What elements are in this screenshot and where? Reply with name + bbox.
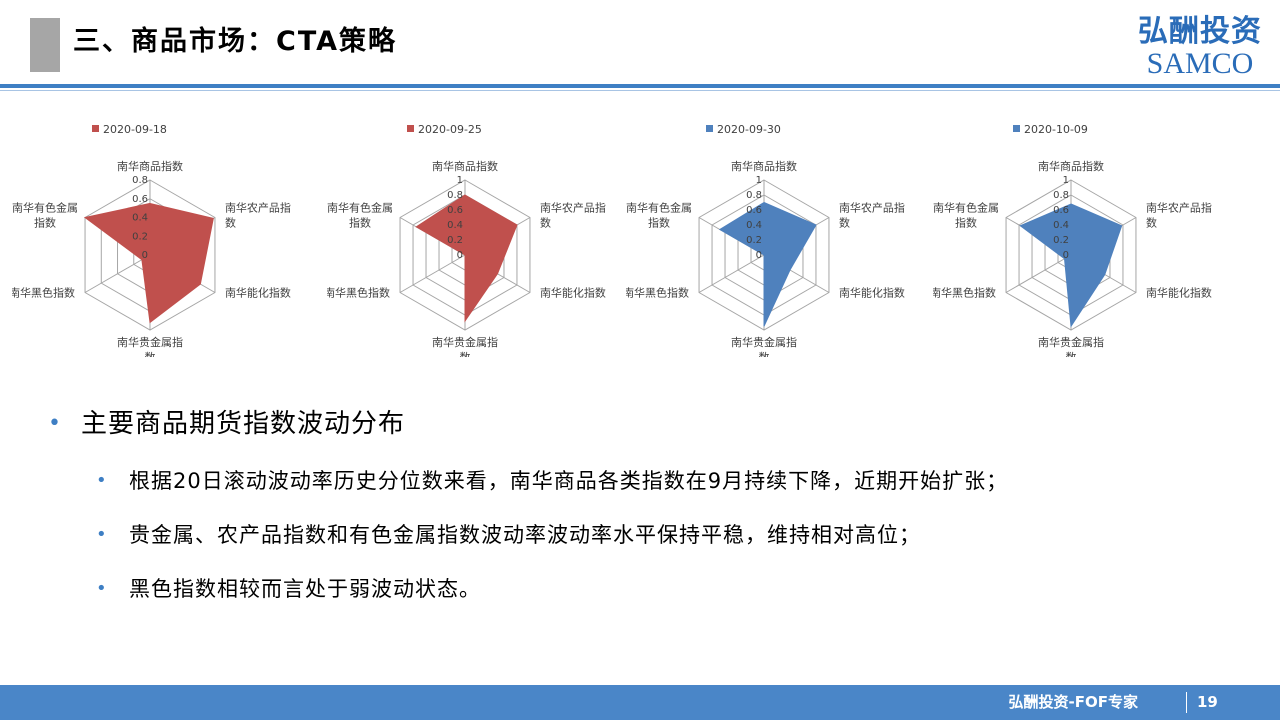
radar-spoke [84, 254, 151, 293]
bullet-section: • 主要商品期货指数波动分布 • 根据20日滚动波动率历史分位数来看，南华商品各… [48, 400, 1248, 616]
bullet-item: • 根据20日滚动波动率历史分位数来看，南华商品各类指数在9月持续下降，近期开始… [48, 454, 1248, 508]
legend-label: 2020-09-18 [103, 123, 167, 136]
radar-axis-label: 南华农产品指数 [540, 201, 606, 230]
footer-divider [1186, 692, 1187, 713]
radar-axis-label: 南华贵金属指数 [731, 335, 797, 357]
radar-tick-label: 0.2 [132, 231, 148, 242]
radar-series-area [1019, 203, 1123, 328]
page-number: 19 [1197, 693, 1218, 711]
legend-swatch [407, 125, 414, 132]
radar-tick-label: 0.6 [1053, 205, 1069, 216]
radar-axis-label: 南华商品指数 [432, 159, 498, 173]
radar-chart-2: 0 0.2 0.4 0.6 0.8 1 南华商品指数南华农产品指数南华能化指数南华贵金属指数… [327, 112, 627, 357]
radar-svg: 0 0.2 0.4 0.6 0.8 1 南华商品指数南华农产品指数南华能化指数南华贵金属指数… [327, 123, 606, 357]
radar-tick-label: 0.8 [132, 175, 148, 186]
radar-axis-label: 南华农产品指数 [1146, 201, 1212, 230]
radar-tick-label: 0.4 [447, 220, 463, 231]
radar-tick-label: 0.2 [746, 235, 762, 246]
radar-axis-label: 南华有色金属指数 [626, 201, 692, 230]
radar-axis-label: 南华有色金属指数 [933, 201, 999, 230]
radar-svg: 0 0.2 0.4 0.6 0.8 1 南华商品指数南华农产品指数南华能化指数南华贵金属指数… [933, 123, 1212, 357]
legend-label: 2020-09-25 [418, 123, 482, 136]
radar-axis-label: 南华能化指数 [225, 286, 291, 300]
radar-axis-label: 南华黑色指数 [12, 286, 75, 300]
radar-tick-label: 0 [457, 250, 463, 261]
legend-swatch [1013, 125, 1020, 132]
legend-swatch [92, 125, 99, 132]
footer-text: 弘酬投资-FOF专家 [1008, 693, 1138, 711]
bullet-dot-icon: • [48, 411, 62, 436]
radar-axis-label: 南华贵金属指数 [117, 335, 183, 357]
radar-tick-label: 0.2 [1053, 235, 1069, 246]
radar-tick-label: 0 [142, 250, 148, 261]
radar-axis-label: 南华能化指数 [839, 286, 905, 300]
radar-svg: 0 0.2 0.4 0.6 0.8 1 南华商品指数南华农产品指数南华能化指数南华贵金属指数… [626, 123, 905, 357]
radar-axis-label: 南华商品指数 [731, 159, 797, 173]
radar-tick-label: 0.8 [746, 190, 762, 201]
header-rule [0, 84, 1280, 88]
bullet-item: • 贵金属、农产品指数和有色金属指数波动率波动率水平保持平稳，维持相对高位； [48, 508, 1248, 562]
bullet-heading-text: 主要商品期货指数波动分布 [81, 409, 406, 439]
legend-swatch [706, 125, 713, 132]
radar-chart-3: 0 0.2 0.4 0.6 0.8 1 南华商品指数南华农产品指数南华能化指数南华贵金属指数… [626, 112, 926, 357]
company-logo: 弘酬投资 SAMCO [1138, 14, 1262, 80]
title-accent-bar [30, 18, 60, 72]
radar-tick-label: 0 [756, 250, 762, 261]
radar-axis-label: 南华黑色指数 [933, 286, 996, 300]
radar-series-area [415, 194, 518, 323]
radar-tick-label: 0.8 [447, 190, 463, 201]
bullet-heading: • 主要商品期货指数波动分布 [48, 400, 1248, 448]
radar-axis-label: 南华农产品指数 [839, 201, 905, 230]
radar-tick-label: 0.6 [132, 194, 148, 205]
radar-spoke [1005, 254, 1072, 293]
bullet-dot-icon: • [96, 524, 108, 545]
header-rule-thin [0, 90, 1280, 91]
radar-tick-label: 1 [457, 175, 463, 186]
radar-tick-label: 0 [1063, 250, 1069, 261]
bullet-item-text: 贵金属、农产品指数和有色金属指数波动率波动率水平保持平稳，维持相对高位； [129, 523, 921, 547]
radar-axis-label: 南华贵金属指数 [432, 335, 498, 357]
radar-axis-label: 南华农产品指数 [225, 201, 291, 230]
radar-chart-4: 0 0.2 0.4 0.6 0.8 1 南华商品指数南华农产品指数南华能化指数南华贵金属指数… [933, 112, 1233, 357]
radar-tick-label: 0.4 [132, 213, 148, 224]
radar-axis-label: 南华有色金属指数 [327, 201, 393, 230]
radar-tick-label: 0.4 [746, 220, 762, 231]
radar-tick-label: 1 [1063, 175, 1069, 186]
bullet-item: • 黑色指数相较而言处于弱波动状态。 [48, 562, 1248, 616]
radar-tick-label: 0.6 [447, 205, 463, 216]
legend-label: 2020-10-09 [1024, 123, 1088, 136]
radar-chart-1: 0 0.2 0.4 0.6 0.8 南华商品指数南华农产品指数南华能化指数南华贵金属指数 南… [12, 112, 312, 357]
bullet-item-text: 黑色指数相较而言处于弱波动状态。 [129, 577, 481, 601]
logo-chinese: 弘酬投资 [1138, 14, 1262, 49]
legend-label: 2020-09-30 [717, 123, 781, 136]
bullet-item-text: 根据20日滚动波动率历史分位数来看，南华商品各类指数在9月持续下降，近期开始扩张… [129, 469, 1009, 493]
bullet-dot-icon: • [96, 578, 108, 599]
footer-bar: 弘酬投资-FOF专家 19 [0, 685, 1280, 720]
radar-axis-label: 南华贵金属指数 [1038, 335, 1104, 357]
radar-series-area [718, 201, 817, 327]
page-title: 三、商品市场：CTA策略 [73, 26, 398, 57]
radar-axis-label: 南华黑色指数 [327, 286, 390, 300]
radar-tick-label: 1 [756, 175, 762, 186]
bullet-dot-icon: • [96, 470, 108, 491]
radar-spoke [399, 254, 466, 293]
radar-axis-label: 南华能化指数 [1146, 286, 1212, 300]
radar-series-area [83, 202, 214, 324]
radar-axis-label: 南华商品指数 [117, 159, 183, 173]
radar-axis-label: 南华能化指数 [540, 286, 606, 300]
radar-tick-label: 0.8 [1053, 190, 1069, 201]
radar-tick-label: 0.2 [447, 235, 463, 246]
radar-tick-label: 0.6 [746, 205, 762, 216]
radar-axis-label: 南华商品指数 [1038, 159, 1104, 173]
radar-tick-label: 0.4 [1053, 220, 1069, 231]
radar-svg: 0 0.2 0.4 0.6 0.8 南华商品指数南华农产品指数南华能化指数南华贵金属指数 南… [12, 123, 291, 357]
radar-spoke [698, 254, 765, 293]
radar-axis-label: 南华黑色指数 [626, 286, 689, 300]
radar-axis-label: 南华有色金属指数 [12, 201, 78, 230]
logo-english: SAMCO [1146, 47, 1254, 80]
